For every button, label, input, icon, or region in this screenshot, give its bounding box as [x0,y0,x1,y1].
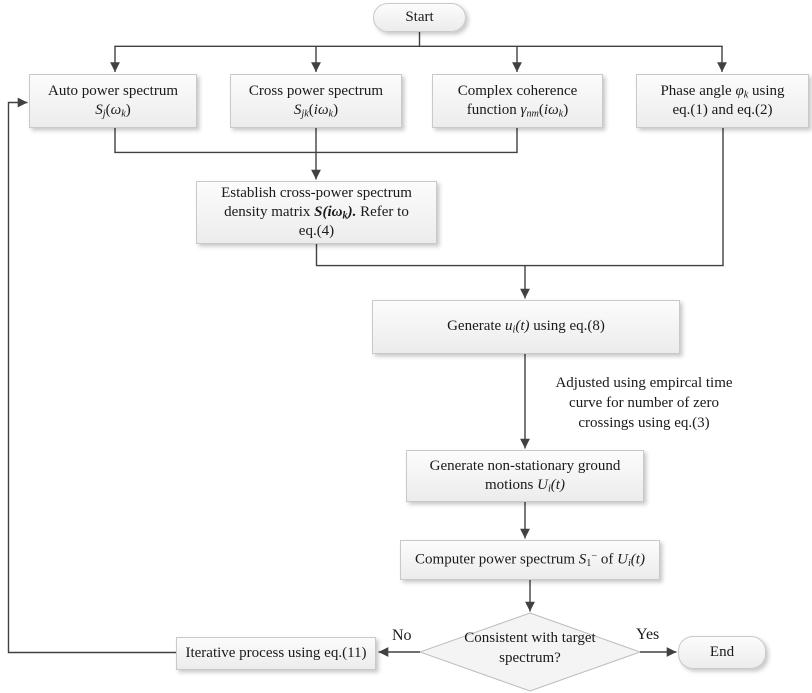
iterative-process-node: Iterative process using eq.(11) [176,637,376,670]
end-label: End [709,643,735,660]
iterative-process-label: Iterative process using eq.(11) [185,644,367,661]
start-label: Start [405,8,434,25]
generate-ui-label: Generate ui(t) using eq.(8) [447,318,605,336]
yes-edge-label: Yes [636,626,660,643]
generate-ui-node: Generate ui(t) using eq.(8) [372,300,680,354]
compute-power-spectrum-node: Computer power spectrum S1− of Ui(t) [400,540,660,580]
edge-feedback-loop [7,97,176,654]
end-node: End [678,636,766,669]
consistency-decision-diamond [418,612,642,692]
compute-power-spectrum-label: Computer power spectrum S1− of Ui(t) [415,550,645,570]
no-edge-label: No [392,627,412,644]
start-node: Start [373,3,466,32]
